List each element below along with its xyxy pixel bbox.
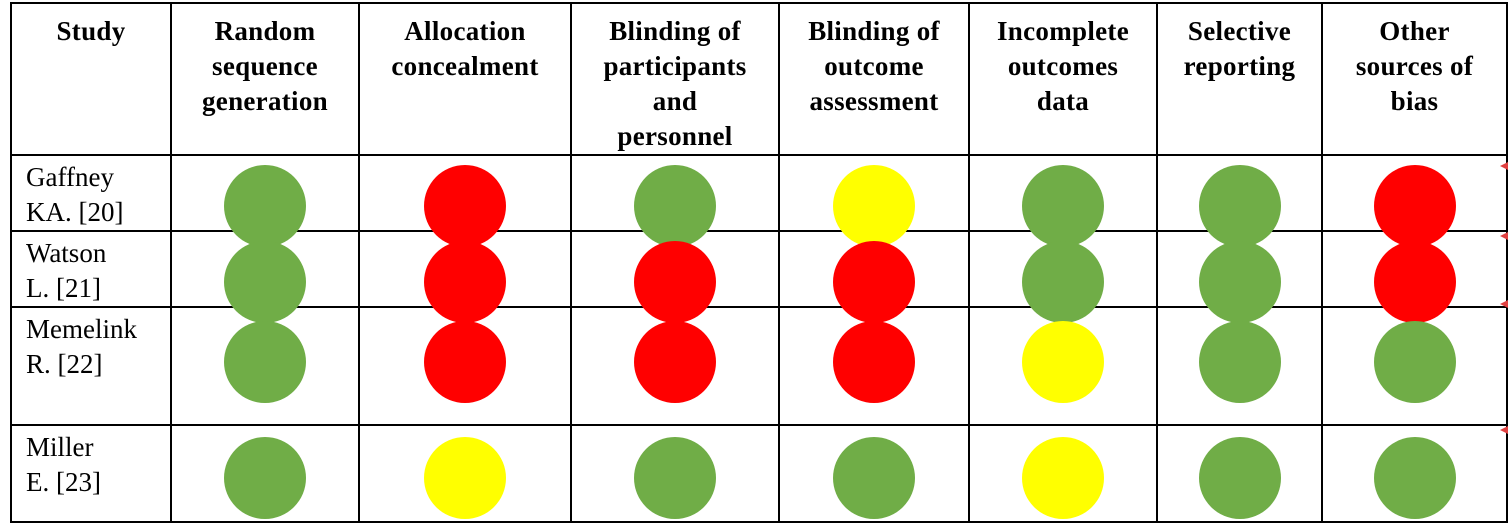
green-dot-icon xyxy=(1198,321,1281,403)
edge-marker-icon xyxy=(1500,162,1508,170)
rating-cell-incomplete-outcomes-data xyxy=(968,230,1158,323)
table-row: Miller E. [23] xyxy=(10,424,1508,523)
edge-marker-icon xyxy=(1500,300,1508,308)
green-dot-icon xyxy=(634,437,716,519)
rating-cell-selective-reporting xyxy=(1156,154,1323,247)
header-selective-reporting: Selective reporting xyxy=(1156,2,1323,156)
edge-marker-icon xyxy=(1500,232,1508,240)
green-dot-icon xyxy=(1198,437,1281,519)
rating-cell-allocation-concealment xyxy=(358,424,572,523)
rating-cell-other-sources-of-bias xyxy=(1321,306,1508,426)
green-dot-icon xyxy=(1373,321,1456,403)
rating-cell-blinding-outcome-assessment xyxy=(778,154,970,247)
rating-cell-blinding-outcome-assessment xyxy=(778,230,970,323)
study-name-cell: Gaffney KA. [20] xyxy=(10,154,172,232)
header-incomplete-outcomes-data: Incomplete outcomes data xyxy=(968,2,1158,156)
rating-cell-blinding-participants-personnel xyxy=(570,306,780,426)
green-dot-icon xyxy=(224,321,306,403)
rating-cell-random-sequence-generation xyxy=(170,230,360,323)
header-other-sources-of-bias: Other sources of bias xyxy=(1321,2,1508,156)
edge-marker-icon xyxy=(1500,426,1508,434)
table-row: Gaffney KA. [20] xyxy=(10,154,1508,247)
yellow-dot-icon xyxy=(1022,321,1104,403)
red-dot-icon xyxy=(833,321,915,403)
header-blinding-outcome-assessment: Blinding of outcome assessment xyxy=(778,2,970,156)
rating-cell-blinding-outcome-assessment xyxy=(778,424,970,523)
rating-cell-blinding-participants-personnel xyxy=(570,424,780,523)
red-dot-icon xyxy=(634,321,716,403)
table-row: Watson L. [21] xyxy=(10,230,1508,323)
header-allocation-concealment: Allocation concealment xyxy=(358,2,572,156)
header-random-sequence-generation: Random sequence generation xyxy=(170,2,360,156)
rating-cell-other-sources-of-bias xyxy=(1321,154,1508,247)
rating-cell-blinding-participants-personnel xyxy=(570,154,780,247)
rating-cell-selective-reporting xyxy=(1156,424,1323,523)
rating-cell-random-sequence-generation xyxy=(170,154,360,247)
rating-cell-allocation-concealment xyxy=(358,230,572,323)
rating-cell-other-sources-of-bias xyxy=(1321,230,1508,323)
rating-cell-allocation-concealment xyxy=(358,154,572,247)
header-row: Study Random sequence generation Allocat… xyxy=(10,2,1508,156)
header-blinding-participants-personnel: Blinding of participants and personnel xyxy=(570,2,780,156)
rating-cell-selective-reporting xyxy=(1156,230,1323,323)
rating-cell-blinding-participants-personnel xyxy=(570,230,780,323)
study-name-cell: Memelink R. [22] xyxy=(10,306,172,426)
rating-cell-blinding-outcome-assessment xyxy=(778,306,970,426)
rating-cell-selective-reporting xyxy=(1156,306,1323,426)
green-dot-icon xyxy=(1373,437,1456,519)
green-dot-icon xyxy=(224,437,306,519)
yellow-dot-icon xyxy=(424,437,506,519)
green-dot-icon xyxy=(833,437,915,519)
rating-cell-incomplete-outcomes-data xyxy=(968,306,1158,426)
rating-cell-random-sequence-generation xyxy=(170,306,360,426)
table-row: Memelink R. [22] xyxy=(10,306,1508,426)
study-name-cell: Watson L. [21] xyxy=(10,230,172,308)
rating-cell-incomplete-outcomes-data xyxy=(968,424,1158,523)
study-name-cell: Miller E. [23] xyxy=(10,424,172,523)
header-study: Study xyxy=(10,2,172,156)
rating-cell-other-sources-of-bias xyxy=(1321,424,1508,523)
rating-cell-random-sequence-generation xyxy=(170,424,360,523)
risk-of-bias-table: Study Random sequence generation Allocat… xyxy=(10,2,1508,523)
yellow-dot-icon xyxy=(1022,437,1104,519)
rating-cell-incomplete-outcomes-data xyxy=(968,154,1158,247)
red-dot-icon xyxy=(424,321,506,403)
rating-cell-allocation-concealment xyxy=(358,306,572,426)
